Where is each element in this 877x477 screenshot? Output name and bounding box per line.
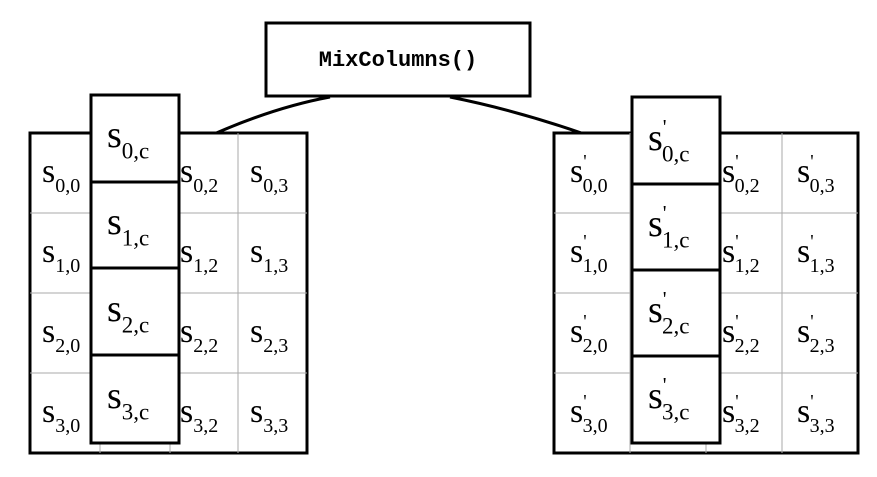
function-label: MixColumns() (319, 48, 477, 73)
input-cell-1-2: s1,2 (180, 233, 218, 277)
input-cell-2-3: s2,3 (250, 313, 288, 357)
input-cell-3-0: s3,0 (42, 393, 80, 437)
output-state: s'0,0 s'0,2 s'0,3 s'1,0 s'1,2 s'1,3 s'2,0 s'2,2… (552, 95, 860, 455)
input-cell-2-0: s2,0 (42, 313, 80, 357)
output-cell-0-2: s'0,2 (722, 152, 760, 197)
input-cell-0-2: s0,2 (180, 153, 218, 197)
input-cell-0-3: s0,3 (250, 153, 288, 197)
input-column-dividers (91, 180, 179, 357)
input-cell-1-0: s1,0 (42, 233, 80, 277)
output-cell-2-0: s'2,0 (570, 312, 608, 357)
input-column-cell-3-c: s3,c (107, 375, 149, 424)
output-column-dividers (632, 182, 720, 358)
input-state: s0,0 s0,2 s0,3 s1,0 s1,2 s1,3 s2,0 s2,2 s2,3 s3,0… (28, 93, 309, 455)
input-cell-0-0: s0,0 (42, 153, 80, 197)
input-cell-3-3: s3,3 (250, 393, 288, 437)
output-cell-2-2: s'2,2 (722, 312, 760, 357)
output-cell-3-3: s'3,3 (797, 392, 835, 437)
output-cell-3-0: s'3,0 (570, 392, 608, 437)
output-column-cell-2-c: s'2,c (648, 287, 690, 338)
input-column-cell-1-c: s1,c (107, 201, 149, 250)
input-column-cell-2-c: s2,c (107, 288, 149, 337)
input-column-cell-0-c: s0,c (107, 114, 149, 163)
output-cell-1-2: s'1,2 (722, 232, 760, 277)
output-cell-2-3: s'2,3 (797, 312, 835, 357)
output-cell-3-2: s'3,2 (722, 392, 760, 437)
output-cell-1-0: s'1,0 (570, 232, 608, 277)
output-cell-0-0: s'0,0 (570, 152, 608, 197)
function-box (264, 21, 532, 98)
input-cell-3-2: s3,2 (180, 393, 218, 437)
output-column-cell-1-c: s'1,c (648, 201, 690, 252)
input-cell-2-2: s2,2 (180, 313, 218, 357)
input-cell-1-3: s1,3 (250, 233, 288, 277)
output-column-cell-3-c: s'3,c (648, 373, 690, 424)
output-cell-1-3: s'1,3 (797, 232, 835, 277)
output-cell-0-3: s'0,3 (797, 152, 835, 197)
output-column-cell-0-c: s'0,c (648, 115, 690, 166)
